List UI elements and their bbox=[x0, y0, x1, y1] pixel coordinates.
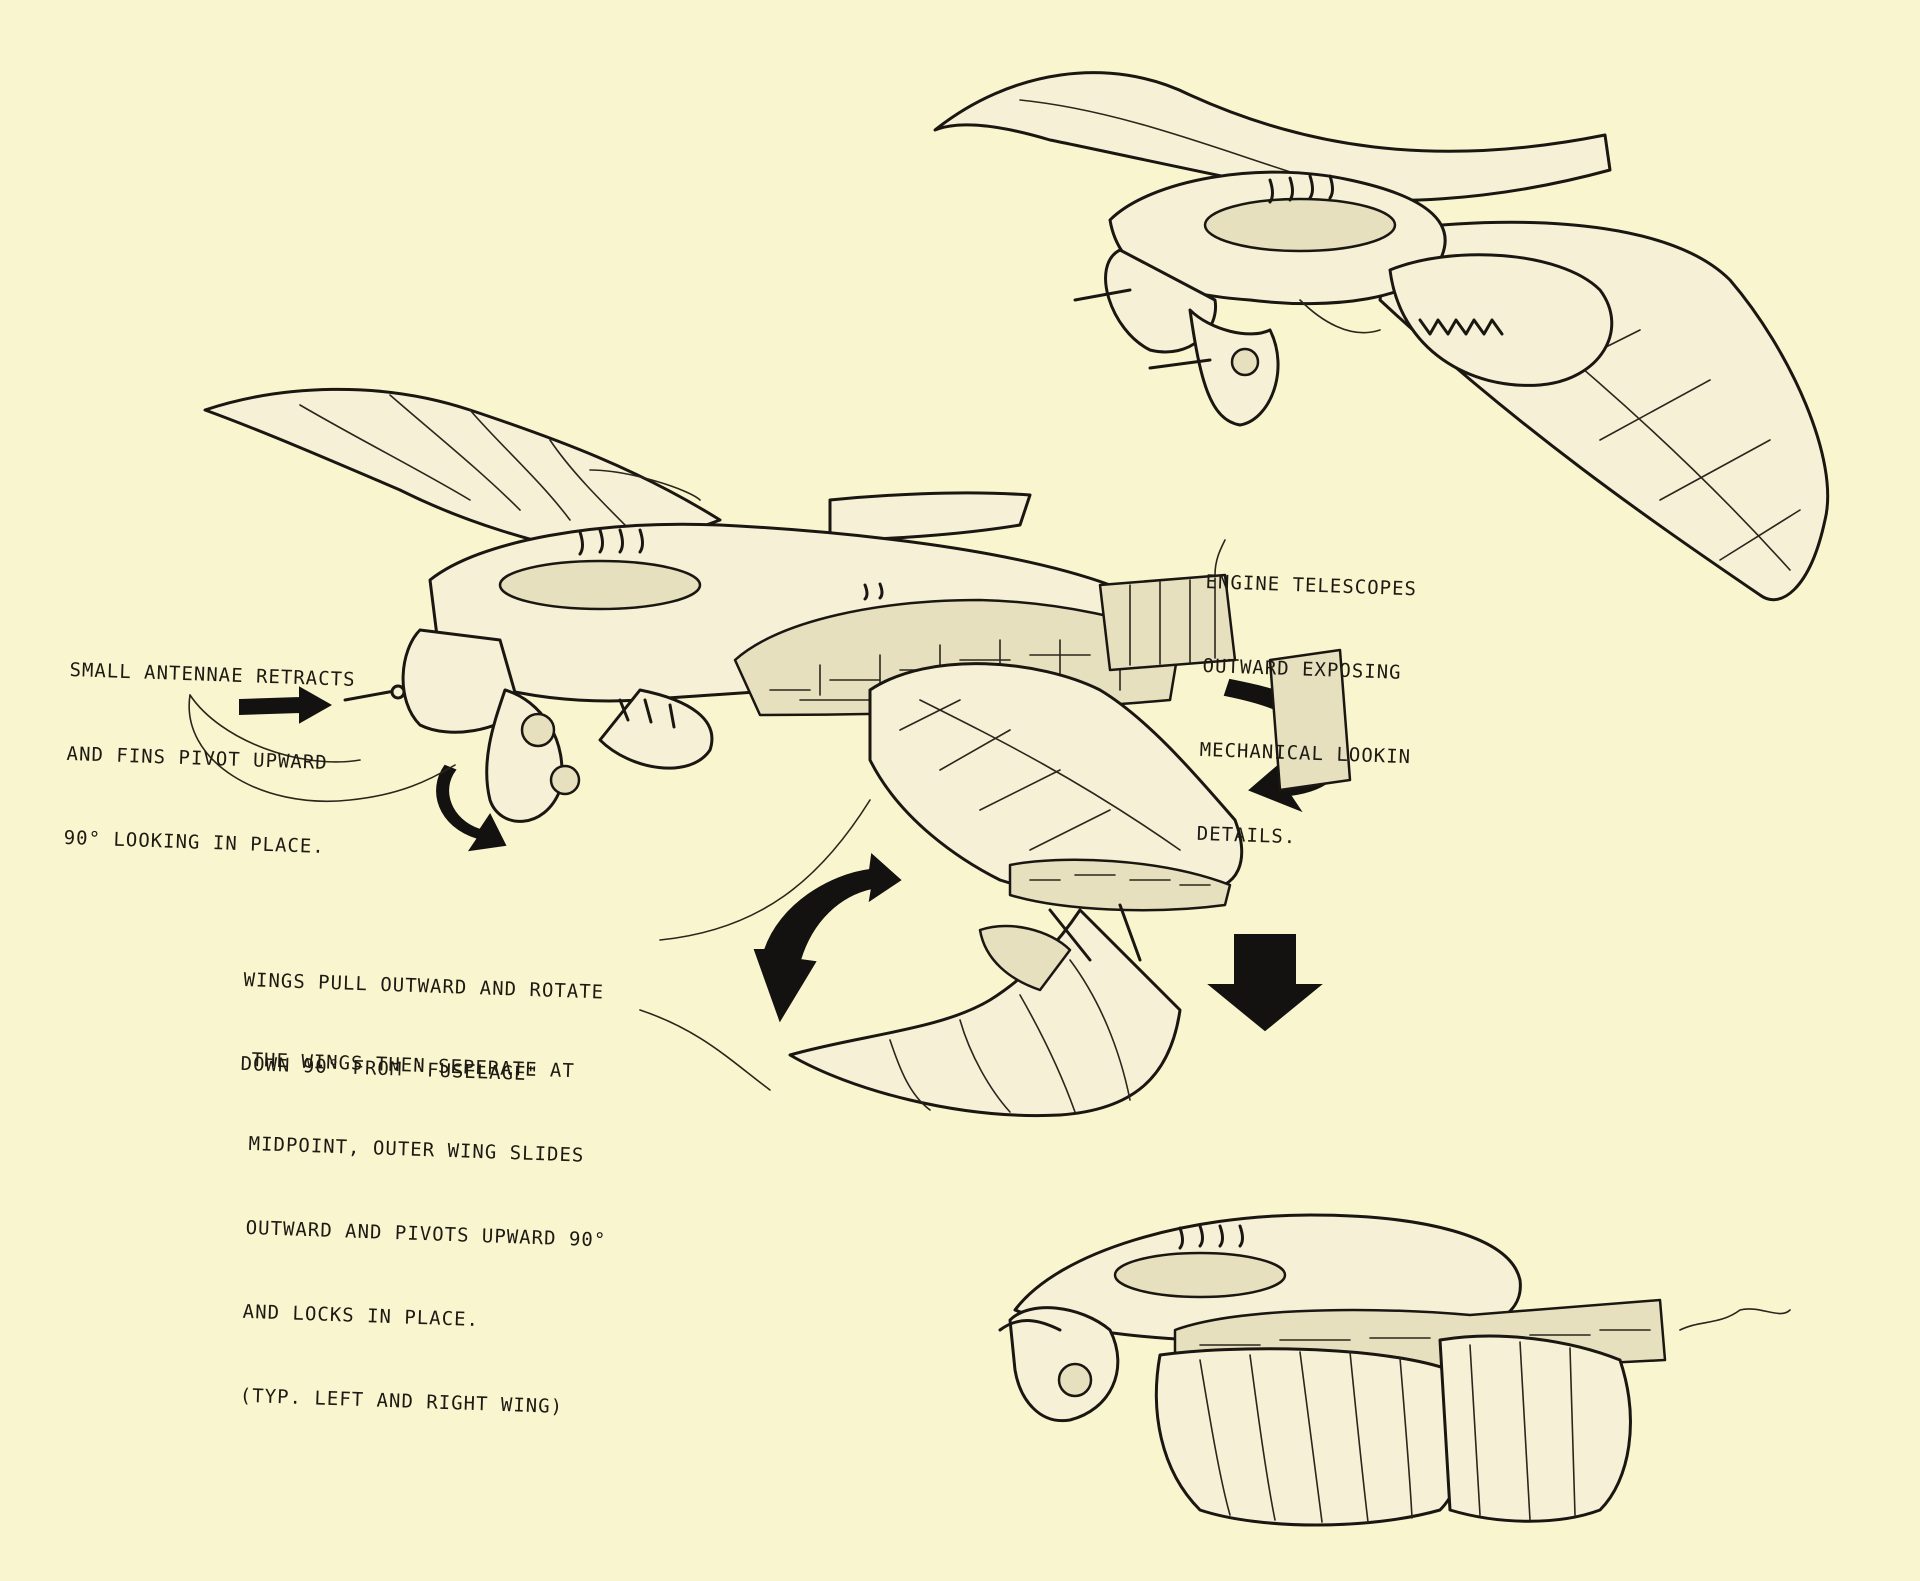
note-wings-separate-line-4: AND LOCKS IN PLACE. bbox=[242, 1300, 480, 1332]
note-antennae-line-2: AND FINS PIVOT UPWARD bbox=[66, 742, 329, 775]
ship-flight-mode bbox=[933, 71, 1830, 602]
note-wings-separate: THE WINGS THEN SEPERATE AT MIDPOINT, OUT… bbox=[238, 990, 614, 1450]
note-engine: ENGINE TELESCOPES OUTWARD EXPOSING MECHA… bbox=[1195, 512, 1419, 883]
note-engine-line-2: OUTWARD EXPOSING bbox=[1202, 654, 1402, 684]
note-wings-separate-line-1: THE WINGS THEN SEPERATE AT bbox=[251, 1048, 576, 1083]
note-engine-line-3: MECHANICAL LOOKIN bbox=[1199, 738, 1412, 769]
note-wings-separate-line-3: OUTWARD AND PIVOTS UPWARD 90° bbox=[245, 1216, 607, 1252]
note-antennae-line-1: SMALL ANTENNAE RETRACTS bbox=[69, 658, 356, 691]
note-wings-separate-line-2: MIDPOINT, OUTER WING SLIDES bbox=[248, 1132, 585, 1167]
rotate-arrow-icon bbox=[436, 764, 507, 852]
arrow-down-icon bbox=[1207, 934, 1323, 1032]
note-engine-line-1: ENGINE TELESCOPES bbox=[1205, 570, 1418, 601]
ship-transforming bbox=[188, 387, 1352, 1118]
note-wings-separate-line-5: (TYP. LEFT AND RIGHT WING) bbox=[239, 1384, 564, 1419]
note-antennae: SMALL ANTENNAE RETRACTS AND FINS PIVOT U… bbox=[62, 600, 358, 890]
ship-ground-mode bbox=[998, 1213, 1791, 1527]
note-antennae-line-3: 90° LOOKING IN PLACE. bbox=[63, 826, 326, 858]
rotate-down-arrow-icon bbox=[753, 852, 902, 1023]
arrow-right-icon bbox=[239, 686, 333, 724]
note-engine-line-4: DETAILS. bbox=[1196, 822, 1297, 849]
